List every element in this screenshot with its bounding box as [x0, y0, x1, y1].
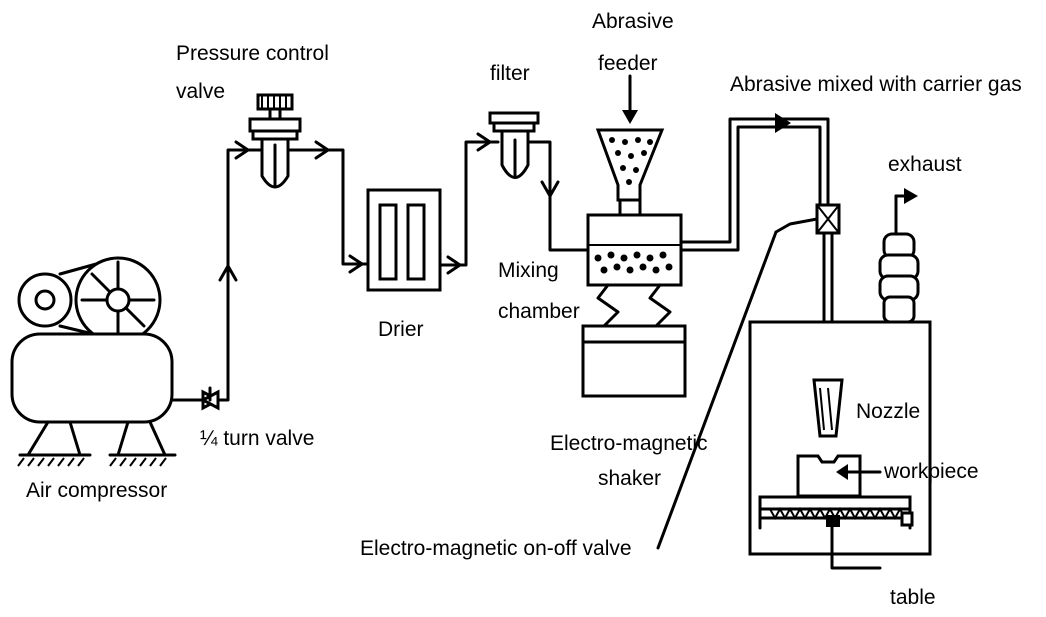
mixing-chamber — [586, 213, 683, 287]
label-abrasive-feeder-line2: feeder — [598, 52, 658, 75]
pressure-control-valve — [248, 93, 302, 189]
label-shaker-line2: shaker — [598, 467, 661, 490]
drier — [366, 188, 442, 292]
abrasive-feeder — [595, 74, 665, 217]
pipe-to-drier — [286, 140, 370, 274]
label-workpiece: workpiece — [883, 460, 979, 483]
label-exhaust: exhaust — [888, 153, 962, 176]
pipe-to-mixing-chamber — [526, 140, 590, 252]
pipe-to-filter — [438, 132, 500, 275]
label-mixing-chamber-line1: Mixing — [498, 259, 559, 282]
label-table: table — [890, 586, 936, 609]
leader-lines — [656, 230, 778, 550]
exhaust-unit — [878, 188, 920, 324]
label-abrasive-feeder-line1: Abrasive — [592, 10, 674, 33]
label-on-off-valve: Electro-magnetic on-off valve — [360, 537, 632, 560]
label-air-compressor: Air compressor — [26, 479, 167, 502]
electro-magnetic-shaker — [581, 283, 687, 398]
label-shaker-line1: Electro-magnetic — [550, 432, 708, 455]
label-quarter-turn-valve: ¼ turn valve — [200, 427, 314, 450]
label-filter: filter — [490, 62, 530, 85]
label-mixing-chamber-line2: chamber — [498, 300, 580, 323]
table — [758, 495, 914, 570]
supply-pipe — [170, 140, 270, 411]
nozzle — [812, 378, 844, 438]
filter — [488, 111, 540, 179]
abrasive-carrier-pipe — [679, 113, 830, 252]
label-pressure-control-line1: Pressure control — [176, 42, 329, 65]
label-nozzle: Nozzle — [856, 400, 920, 423]
label-pressure-control-line2: valve — [176, 80, 225, 103]
quarter-turn-valve-symbol — [199, 386, 222, 411]
label-drier: Drier — [378, 318, 424, 341]
on-off-valve — [774, 203, 841, 235]
mixing-particles — [594, 251, 673, 274]
abrasive-particles — [609, 137, 653, 185]
air-compressor — [10, 256, 177, 467]
label-abrasive-mixed: Abrasive mixed with carrier gas — [730, 73, 1022, 96]
